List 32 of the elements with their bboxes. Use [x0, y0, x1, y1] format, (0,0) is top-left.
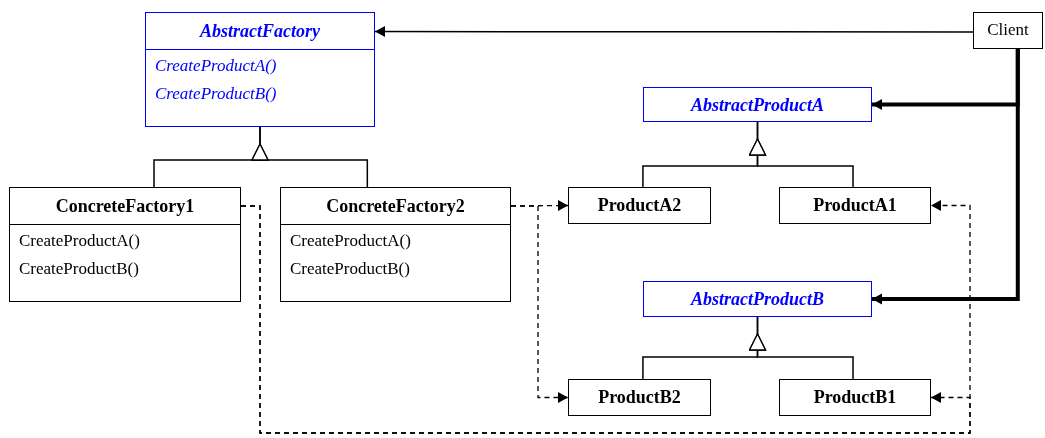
class-name: AbstractProductB [689, 288, 825, 311]
class-name: ProductA2 [596, 194, 683, 217]
method-name: CreateProductA() [154, 55, 277, 77]
class-name: AbstractFactory [146, 13, 374, 50]
class-name: Client [986, 19, 1030, 41]
actor-box [973, 12, 1043, 49]
class-box [643, 281, 872, 317]
class-box [9, 187, 241, 302]
class-box [568, 379, 711, 416]
method-name: CreateProductB() [18, 258, 139, 280]
class-box [145, 12, 375, 127]
method-name: CreateProductA() [18, 230, 140, 252]
class-name: ProductA1 [812, 194, 898, 217]
method-name: CreateProductB() [289, 258, 410, 280]
class-box [779, 379, 931, 416]
inheritance-arrow [251, 126, 369, 188]
class-box [280, 187, 511, 302]
class-name: ConcreteFactory1 [10, 188, 240, 225]
class-box [779, 187, 931, 224]
method-name: CreateProductA() [289, 230, 411, 252]
arrow [510, 205, 569, 403]
class-name: ProductB2 [597, 386, 682, 409]
arrow [872, 49, 1020, 305]
class-name: ConcreteFactory2 [281, 188, 510, 225]
method-name: CreateProductB() [154, 83, 277, 105]
class-box [643, 87, 872, 122]
inheritance-arrow [748, 121, 854, 188]
class-box [568, 187, 711, 224]
class-name: AbstractProductA [689, 94, 825, 117]
class-name: ProductB1 [812, 386, 898, 409]
inheritance-arrow [748, 316, 854, 380]
arrow [374, 26, 974, 38]
